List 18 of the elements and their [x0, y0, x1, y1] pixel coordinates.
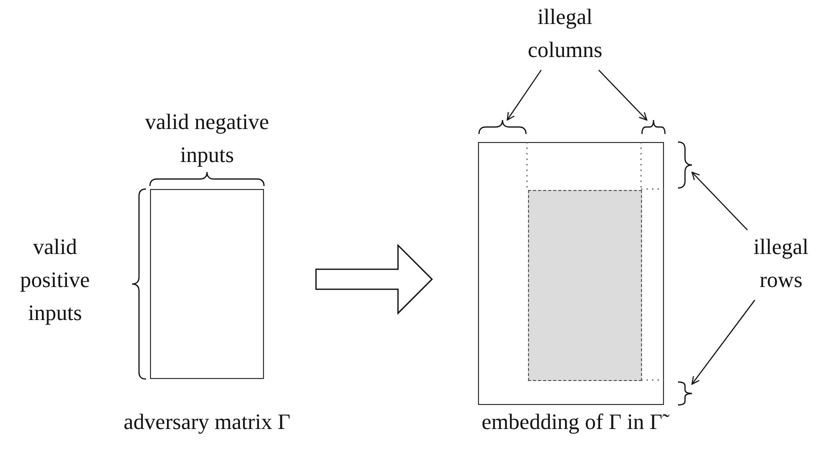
arrow	[598, 70, 648, 121]
node-label: adversary matrix Γ	[122, 408, 292, 436]
annotation-label: valid negative inputs	[144, 108, 270, 169]
node-label: embedding of Γ in Γ̃	[462, 405, 682, 438]
matrix-rectangle	[478, 142, 664, 405]
arrow	[691, 300, 756, 385]
callout-label: illegal rows	[736, 230, 826, 300]
callout-label: illegal columns	[512, 0, 618, 70]
curly-brace	[479, 120, 526, 134]
annotation-label: valid positive inputs	[19, 233, 91, 327]
shaded-submatrix	[528, 190, 642, 381]
block-arrow	[315, 244, 433, 315]
matrix-rectangle	[150, 189, 264, 379]
arrow	[506, 70, 542, 121]
curly-brace	[642, 120, 665, 134]
arrow	[691, 172, 748, 230]
curly-brace	[678, 142, 692, 188]
curly-brace	[678, 382, 692, 405]
